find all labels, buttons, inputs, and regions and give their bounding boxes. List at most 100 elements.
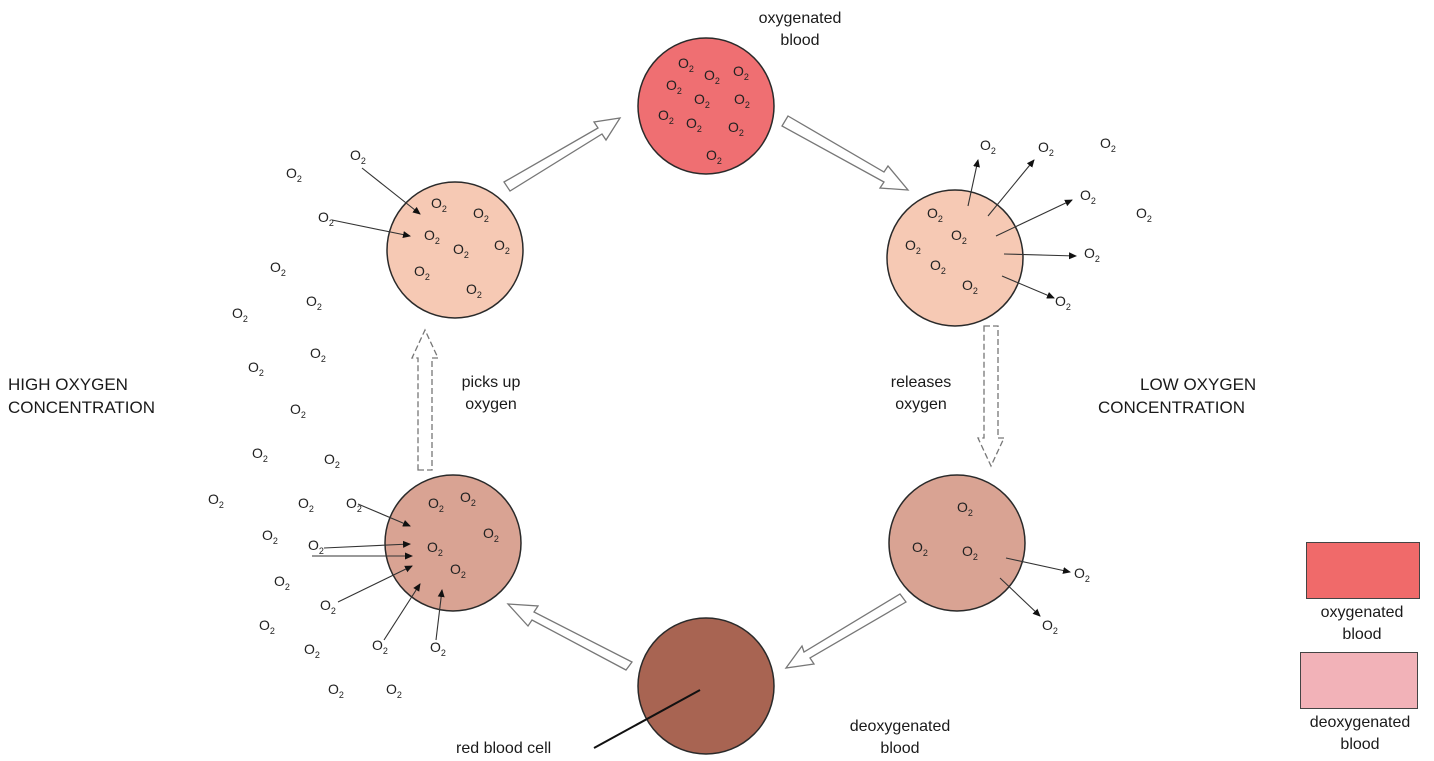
oxygen-molecule-label: O2	[310, 345, 326, 364]
cell-deoxygenated-bottom	[637, 617, 775, 755]
oxygen-molecule-label: O2	[733, 63, 749, 82]
oxygen-molecule-label: O2	[324, 451, 340, 470]
oxygen-molecule-label: O2	[427, 539, 443, 558]
oxygen-molecule-label: O2	[1055, 293, 1071, 312]
oxygen-molecule-label: O2	[453, 241, 469, 260]
oxygen-molecule-label: O2	[1136, 205, 1152, 224]
oxygen-molecule-label: O2	[450, 561, 466, 580]
oxygen-molecule-label: O2	[912, 539, 928, 558]
oxygen-molecule-label: O2	[1080, 187, 1096, 206]
oxygen-molecule-label: O2	[208, 491, 224, 510]
oxygen-molecule-label: O2	[706, 147, 722, 166]
oxygen-molecule-label: O2	[252, 445, 268, 464]
oxygen-molecule-label: O2	[460, 489, 476, 508]
oxygen-molecule-label: O2	[414, 263, 430, 282]
oxygen-molecule-label: O2	[318, 209, 334, 228]
cycle-arrows	[410, 115, 1006, 671]
cycle-arrow-to-top	[503, 117, 622, 192]
red-blood-cell-label: red blood cell	[456, 740, 552, 757]
oxygen-molecule-label: O2	[728, 119, 744, 138]
oxygen-molecule-label: O2	[232, 305, 248, 324]
oxygen-molecule-label: O2	[686, 115, 702, 134]
oxygen-molecule-label: O2	[328, 681, 344, 700]
oxygen-molecule-label: O2	[428, 495, 444, 514]
oxygen-movement-arrow	[1005, 557, 1071, 574]
oxygen-molecule-label: O2	[466, 281, 482, 300]
oxygen-molecule-label: O2	[734, 91, 750, 110]
oxygen-molecule-label: O2	[905, 237, 921, 256]
cycle-arrow-to-bottom	[784, 593, 907, 669]
oxygen-molecule-label: O2	[658, 107, 674, 126]
oxygen-movement-arrow	[383, 583, 421, 641]
oxygen-movement-arrow	[1001, 275, 1055, 299]
oxygen-molecule-label: O2	[930, 257, 946, 276]
cell-oxygenated-top	[637, 37, 775, 175]
cycle-arrow-right-down	[976, 325, 1006, 468]
oxygen-molecule-label: O2	[286, 165, 302, 184]
cell-picking-up-bottom-left	[384, 474, 522, 612]
oxygen-molecule-label: O2	[290, 401, 306, 420]
oxygen-movement-arrow	[999, 577, 1041, 617]
oxygen-molecule-label: O2	[320, 597, 336, 616]
oxygen-molecule-label: O2	[304, 641, 320, 660]
oxygen-molecule-label: O2	[262, 527, 278, 546]
oxygen-movement-arrow	[337, 565, 413, 603]
oxygen-molecule-label: O2	[666, 77, 682, 96]
cycle-arrow-to-left-bottom	[506, 603, 633, 671]
cell-releasing-bottom-right	[888, 474, 1026, 612]
oxygen-movement-arrow	[967, 159, 980, 207]
oxygen-molecule-label: O2	[962, 277, 978, 296]
oxygen-movement-arrow	[435, 589, 445, 641]
legend-swatch-deoxygenated	[1300, 652, 1418, 709]
cycle-arrow-left-up	[410, 328, 440, 471]
oxygen-molecule-label: O2	[927, 205, 943, 224]
legend-swatch-oxygenated	[1306, 542, 1420, 599]
oxygen-molecule-label: O2	[298, 495, 314, 514]
oxygen-movement-arrow	[361, 167, 421, 215]
oxygen-molecule-label: O2	[386, 681, 402, 700]
oxygen-molecule-label: O2	[694, 91, 710, 110]
oxygen-molecule-label: O2	[270, 259, 286, 278]
oxygen-molecule-label: O2	[1038, 139, 1054, 158]
oxygen-molecule-label: O2	[678, 55, 694, 74]
oxygen-molecule-label: O2	[430, 639, 446, 658]
oxygen-molecule-label: O2	[951, 227, 967, 246]
oxygen-molecule-label: O2	[1042, 617, 1058, 636]
oxygen-movement-arrow	[987, 159, 1035, 217]
oxygen-molecule-label: O2	[1100, 135, 1116, 154]
oxygen-molecule-label: O2	[248, 359, 264, 378]
oxygen-molecule-label: O2	[962, 543, 978, 562]
oxygen-molecule-label: O2	[372, 637, 388, 656]
oxygen-movement-arrow	[1003, 252, 1077, 260]
oxygen-molecule-label: O2	[308, 537, 324, 556]
oxygen-molecule-label: O2	[431, 195, 447, 214]
oxygen-molecule-label: O2	[473, 205, 489, 224]
oxygen-molecule-label: O2	[980, 137, 996, 156]
oxygen-movement-arrow	[995, 199, 1073, 237]
oxygen-molecule-label: O2	[1074, 565, 1090, 584]
oxygen-molecule-label: O2	[274, 573, 290, 592]
oxygen-molecule-label: O2	[704, 67, 720, 86]
oxygen-molecule-label: O2	[1084, 245, 1100, 264]
cycle-arrow-to-right-top	[781, 115, 910, 191]
oxygen-molecule-label: O2	[346, 495, 362, 514]
red-blood-cell-pointer	[593, 689, 701, 749]
cell-picking-up-top-left	[386, 181, 524, 319]
oxygen-movement-arrow	[357, 503, 411, 527]
oxygen-molecule-label: O2	[424, 227, 440, 246]
oxygen-molecule-label: O2	[957, 499, 973, 518]
oxygen-molecule-label: O2	[483, 525, 499, 544]
oxygen-molecule-label: O2	[494, 237, 510, 256]
oxygen-movement-arrow	[331, 219, 411, 239]
oxygen-movement-arrow	[323, 540, 411, 549]
oxygen-molecule-label: O2	[350, 147, 366, 166]
